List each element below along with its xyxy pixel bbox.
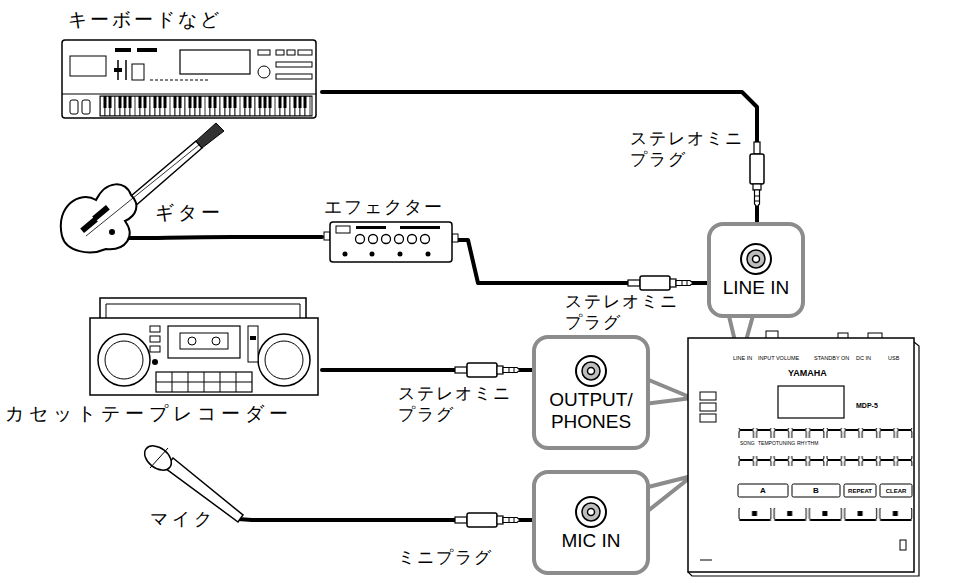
panel-label: B <box>792 487 840 495</box>
cassette-recorder-illustration <box>90 298 318 395</box>
cable <box>322 92 757 222</box>
panel-label: INPUT VOLUME <box>758 356 799 362</box>
device-name: エフェクター <box>324 196 444 218</box>
plug-label: ステレオミニ プラグ <box>630 128 748 171</box>
jack-icon <box>573 353 609 389</box>
jack-inner <box>747 250 765 268</box>
panel-label: STANDBY ON <box>814 356 849 362</box>
plug-label: ステレオミニ プラグ <box>398 383 516 426</box>
microphone-group: マイク <box>140 430 252 535</box>
jack-ring <box>576 497 606 527</box>
panel-label: CLEAR <box>880 488 912 494</box>
panel-label: SONG <box>740 441 755 446</box>
plug-label: ステレオミニ プラグ <box>565 291 683 334</box>
plug-label: ミニプラグ <box>398 547 493 568</box>
keyboard-group: キーボードなど <box>60 5 322 120</box>
panel-label: A <box>738 487 788 495</box>
jack-hole <box>753 256 760 263</box>
panel-label: MDP-5 <box>856 402 878 409</box>
guitar-illustration <box>61 123 232 252</box>
device-name: ギター <box>155 201 224 224</box>
panel-label: TEMPO <box>758 441 776 446</box>
device-name: マイク <box>150 508 216 530</box>
jack-ring <box>741 244 771 274</box>
jack-icon <box>738 241 774 277</box>
jack-inner <box>582 362 600 380</box>
jack-callout: MIC IN <box>532 470 650 575</box>
jack-hole <box>588 367 595 374</box>
player-unit-illustration <box>688 331 919 576</box>
device-name: キーボードなど <box>68 8 222 31</box>
panel-label: USB <box>888 356 899 362</box>
effector-group: エフェクター <box>322 194 457 264</box>
recorder-group: カセットテープレコーダー <box>4 295 322 430</box>
jack-callout: LINE IN <box>707 222 805 318</box>
jack-ring <box>576 356 606 386</box>
panel-label: LINE IN <box>733 356 752 362</box>
device-name: カセットテープレコーダー <box>5 402 293 425</box>
panel-label: YAMAHA <box>788 369 827 378</box>
panel-label: DC IN <box>856 356 871 362</box>
jack-name: LINE IN <box>717 277 795 299</box>
panel-label: TUNING <box>776 441 795 446</box>
cable <box>232 235 322 239</box>
panel-label: REPEAT <box>844 488 876 494</box>
keyboard-illustration <box>62 40 316 118</box>
jack-name: OUTPUT/ PHONES <box>542 389 640 433</box>
jack-name: MIC IN <box>542 530 640 552</box>
jack-icon <box>573 494 609 530</box>
guitar-group: ギター <box>60 125 232 255</box>
jack-callout: OUTPUT/ PHONES <box>532 335 650 450</box>
panel-label: RHYTHM <box>797 441 818 446</box>
jack-inner <box>582 503 600 521</box>
jack-hole <box>588 508 595 515</box>
effector-illustration <box>324 222 458 262</box>
